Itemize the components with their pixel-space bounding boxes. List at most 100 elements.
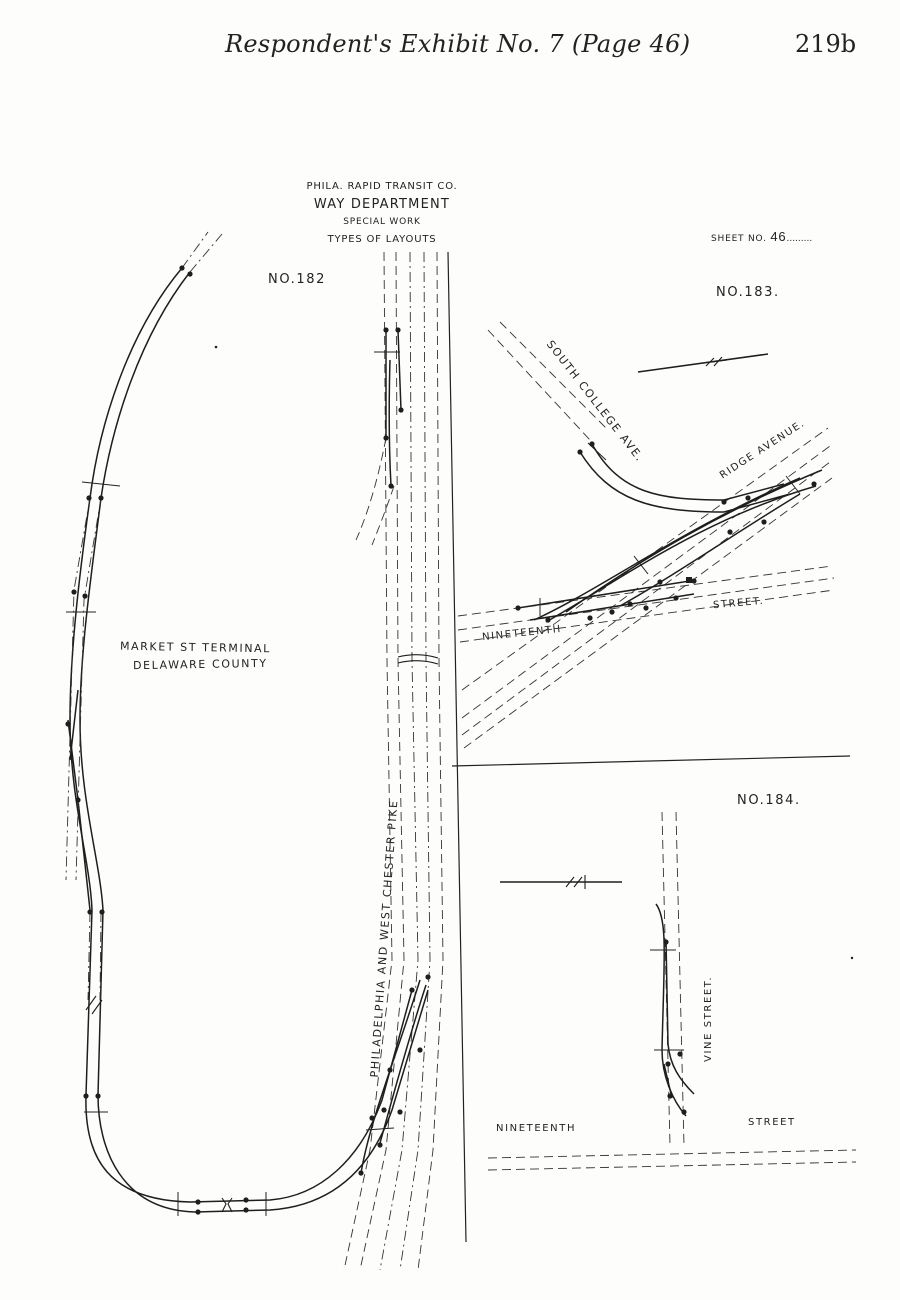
ridge-track-4 (619, 493, 801, 607)
college-ridge-curve-inner (591, 443, 785, 501)
layout-divider (451, 755, 851, 767)
company-name: PHILA. RAPID TRANSIT CO. (306, 181, 458, 192)
switch-point (65, 721, 71, 727)
loop-ext-1 (181, 231, 209, 269)
nineteenth-rail-1 (517, 579, 697, 609)
north-arrow-head-184 (565, 875, 586, 889)
switch-point (195, 1199, 201, 1205)
crossing-frog (686, 577, 692, 583)
switch-point (75, 797, 81, 803)
switch-point (677, 1051, 683, 1057)
switch-point (398, 407, 404, 413)
nineteenth-184-curb-2 (487, 1161, 857, 1171)
switch-point (609, 609, 615, 615)
switch-point (663, 939, 669, 945)
loop-inner-rail (79, 271, 429, 1213)
vine-crossover-2 (665, 939, 695, 1095)
pike-break-mark-1 (397, 654, 439, 659)
loop-ext-6 (99, 911, 102, 1001)
loop-ext-2 (189, 233, 223, 273)
nineteenth-rail-2 (529, 593, 695, 621)
loop-outer-rail (69, 267, 413, 1203)
loop-tick-6 (365, 1127, 395, 1131)
pike-curb-left (343, 251, 393, 1271)
switch-point (243, 1197, 249, 1203)
sheet-number-block: SHEET NO. 46......... (711, 229, 812, 244)
sheet-label: SHEET NO. (711, 234, 767, 244)
switch-point (377, 1142, 383, 1148)
ridge-tick-2 (633, 555, 649, 575)
layout-184-label: NO.184. (737, 793, 801, 808)
vine-curb-right (675, 811, 685, 1147)
pike-curb-right (417, 251, 444, 1271)
street-label-nineteenth-184: NINETEENTH (496, 1123, 577, 1134)
switch-point (82, 593, 88, 599)
switch-point (83, 1093, 89, 1099)
switch-point (387, 1067, 393, 1073)
switch-point (657, 579, 663, 585)
switch-point (545, 617, 551, 623)
north-arrow-shaft (637, 353, 769, 373)
pike-spur-curb-2 (371, 485, 395, 546)
north-arrow-head (705, 356, 728, 367)
loop-tick-1 (81, 481, 121, 487)
college-ridge-curve-outer (579, 451, 791, 513)
switch-point (395, 327, 401, 333)
page-number: 219b (795, 30, 857, 58)
loop-crossover-4 (69, 689, 79, 761)
switch-point (589, 441, 595, 447)
switch-point (86, 495, 92, 501)
pike-spur-rail-2 (397, 329, 402, 411)
pike-spur-curb-1 (355, 437, 387, 541)
drawing-title: TYPES OF LAYOUTS (327, 234, 437, 245)
switch-point (761, 519, 767, 525)
layout-184-tracks (487, 811, 857, 1171)
loop-break-3 (221, 1197, 233, 1213)
vine-crossover-3 (663, 1063, 673, 1099)
loop-ext-5 (87, 911, 91, 1001)
pike-property-line (447, 251, 467, 1243)
switch-point (577, 449, 583, 455)
loop-crossover-2 (379, 984, 427, 1144)
switch-point (358, 1170, 364, 1176)
college-curb-1 (487, 329, 591, 441)
switch-point (383, 327, 389, 333)
pike-spur-rail-3 (388, 359, 392, 487)
switch-point (409, 987, 415, 993)
layout-182-tracks (65, 231, 467, 1271)
switch-point (179, 265, 185, 271)
switch-point (98, 495, 104, 501)
switch-point (425, 974, 431, 980)
ink-speck (850, 956, 854, 960)
switch-point (369, 1115, 375, 1121)
vine-crossover-1 (655, 903, 687, 1117)
sheet-number: 46 (770, 229, 787, 244)
pike-centerline-right (399, 251, 431, 1271)
switch-point (673, 595, 679, 601)
nineteenth-curb-3 (459, 589, 835, 643)
ink-speck (214, 345, 218, 349)
title-block: PHILA. RAPID TRANSIT CO. WAY DEPARTMENT … (262, 178, 502, 248)
switch-point (811, 481, 817, 487)
loop-ext-4 (75, 497, 102, 881)
pike-break-mark-2 (397, 660, 439, 665)
loop-crossover-1 (360, 979, 421, 1174)
switch-point (515, 605, 521, 611)
loop-ext-3 (65, 497, 91, 881)
switch-point (667, 1093, 673, 1099)
college-curb-2 (499, 321, 609, 431)
pike-curb-inner-left (359, 251, 405, 1271)
switch-point (243, 1207, 249, 1213)
switch-point (417, 1047, 423, 1053)
switch-point (691, 578, 697, 584)
switch-point (627, 601, 633, 607)
street-label-street-184: STREET (748, 1117, 796, 1128)
switch-point (383, 435, 389, 441)
nineteenth-curb-2 (457, 577, 835, 631)
ridge-track-3 (565, 469, 823, 613)
exhibit-title: Respondent's Exhibit No. 7 (Page 46) (225, 30, 691, 58)
switch-point (643, 605, 649, 611)
drawing-subtitle: SPECIAL WORK (343, 217, 421, 227)
nineteenth-184-curb-1 (487, 1149, 857, 1159)
